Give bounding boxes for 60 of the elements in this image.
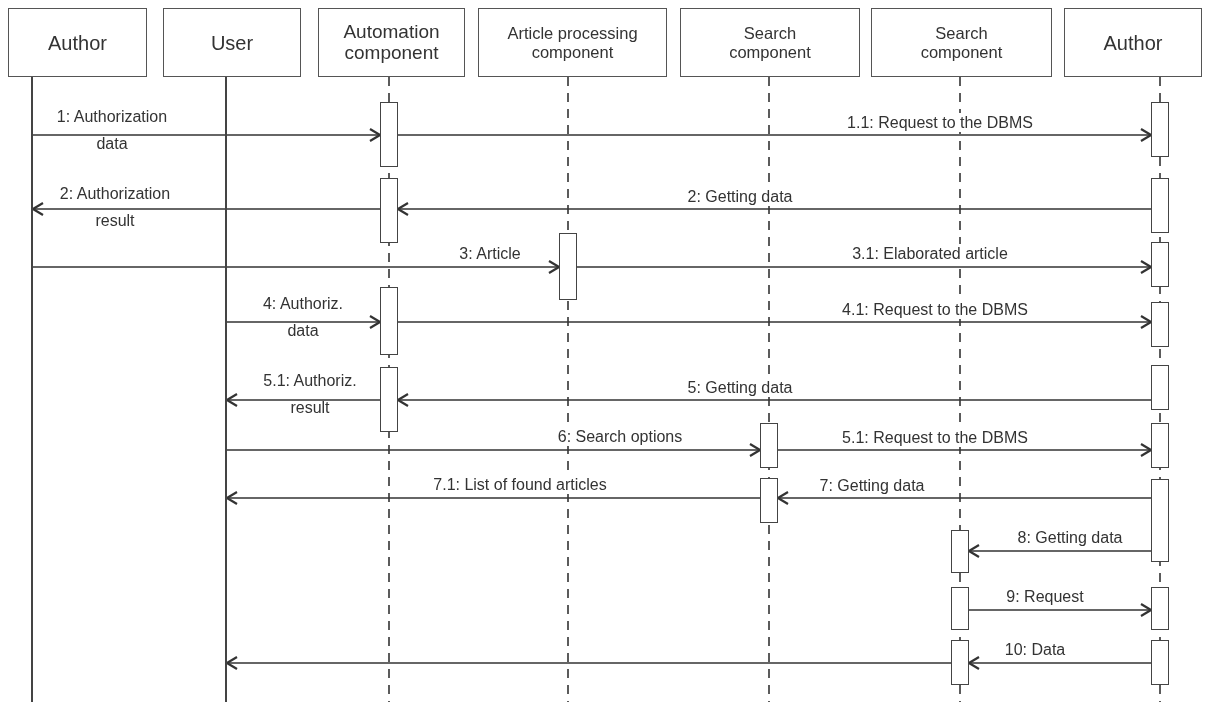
message-label: 5.1: Request to the DBMS [839, 428, 1031, 447]
activation-bar [1151, 302, 1169, 347]
activation-bar [760, 423, 778, 468]
activation-bar [380, 102, 398, 167]
message-arrow [32, 259, 561, 275]
message-arrow [225, 655, 952, 671]
activation-bar [760, 478, 778, 523]
message-arrow [396, 392, 1152, 408]
message-arrow [226, 314, 382, 330]
message-arrow [32, 127, 382, 143]
participant-box [318, 8, 465, 77]
message-arrow [777, 442, 1153, 458]
message-arrow [576, 259, 1153, 275]
message-arrow [967, 655, 1152, 671]
message-arrow [396, 201, 1152, 217]
message-label: 1: Authorization data [55, 107, 169, 154]
message-arrow [225, 392, 381, 408]
lifeline [225, 77, 227, 702]
message-label: 5.1: Authoriz. result [262, 371, 358, 418]
activation-bar [1151, 178, 1169, 233]
message-arrow [967, 543, 1152, 559]
participant-name: Search component [728, 24, 812, 61]
message-label: 2: Authorization result [58, 184, 172, 231]
participant-name: Article processing component [506, 24, 639, 61]
message-label: 4.1: Request to the DBMS [839, 300, 1031, 319]
participant-box [163, 8, 301, 77]
message-label: 4: Authoriz. data [261, 294, 344, 341]
message-arrow [226, 442, 762, 458]
activation-bar [1151, 423, 1169, 468]
participant-box [8, 8, 147, 77]
activation-bar [559, 233, 577, 300]
participant-name: Automation component [342, 21, 441, 64]
message-arrow [397, 127, 1153, 143]
participant-name: Search component [919, 24, 1004, 61]
activation-bar [380, 367, 398, 432]
message-label: 3.1: Elaborated article [849, 244, 1011, 263]
message-arrow [225, 490, 761, 506]
activation-bar [951, 530, 969, 573]
participant-box [478, 8, 667, 77]
activation-bar [380, 287, 398, 355]
participant-box [1064, 8, 1202, 77]
activation-bar [1151, 479, 1169, 562]
message-arrow [397, 314, 1153, 330]
activation-bar [1151, 365, 1169, 410]
message-arrow [968, 602, 1153, 618]
participant-name: Author [1103, 31, 1163, 54]
lifeline [31, 77, 33, 702]
participant-box [680, 8, 860, 77]
participant-box [871, 8, 1052, 77]
activation-bar [1151, 102, 1169, 157]
activation-bar [1151, 587, 1169, 630]
activation-bar [1151, 640, 1169, 685]
activation-bar [951, 640, 969, 685]
participant-name: Author [48, 31, 107, 54]
message-arrow [776, 490, 1152, 506]
activation-bar [1151, 242, 1169, 287]
activation-bar [380, 178, 398, 243]
participant-name: User [210, 31, 254, 54]
message-arrow [31, 201, 381, 217]
activation-bar [951, 587, 969, 630]
